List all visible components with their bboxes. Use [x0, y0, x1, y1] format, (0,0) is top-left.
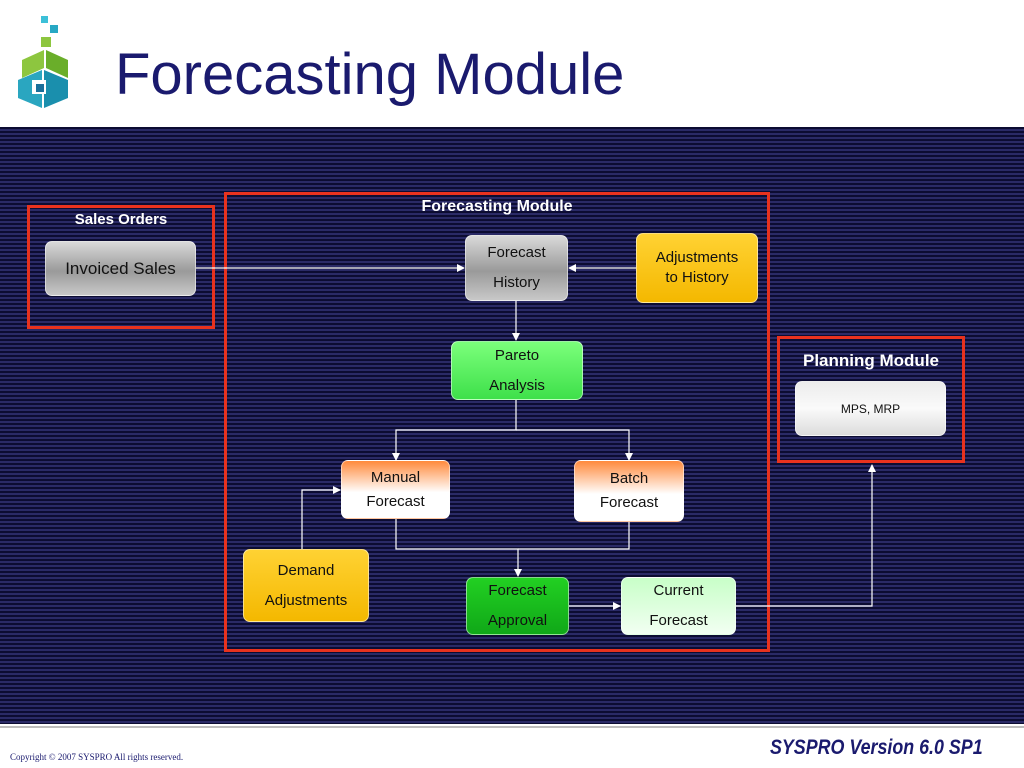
planning-module-group: [777, 336, 965, 463]
mps-mrp-node: MPS, MRP: [795, 381, 946, 436]
current-forecast-line-1: Current: [653, 582, 704, 599]
sales-orders-heading: Sales Orders: [74, 211, 168, 228]
manual-forecast-node: Manual Forecast: [341, 460, 450, 519]
current-forecast-line-2: Forecast: [649, 612, 708, 629]
invoiced-sales-label: Invoiced Sales: [65, 258, 176, 278]
planning-module-heading: Planning Module: [803, 351, 939, 370]
demand-adjustments-line-1: Demand: [277, 561, 335, 579]
footer-divider: [0, 726, 1024, 728]
batch-forecast-line-2: Forecast: [599, 494, 659, 511]
adjustments-to-history-node: Adjustments to History: [636, 233, 758, 303]
pareto-analysis-line-1: Pareto: [494, 346, 540, 364]
pareto-analysis-node: Pareto Analysis: [451, 341, 583, 400]
copyright-text: Copyright © 2007 SYSPRO All rights reser…: [10, 752, 184, 762]
batch-forecast-line-1: Batch: [609, 470, 649, 487]
syspro-logo: [14, 14, 76, 114]
forecast-history-node: Forecast History: [465, 235, 568, 301]
forecast-approval-node: Forecast Approval: [466, 577, 569, 635]
forecast-history-line-1: Forecast: [487, 244, 546, 261]
mps-mrp-label: MPS, MRP: [840, 401, 901, 416]
forecasting-module-group: [224, 192, 770, 652]
current-forecast-node: Current Forecast: [621, 577, 736, 635]
manual-forecast-line-2: Forecast: [366, 492, 425, 510]
demand-adjustments-line-2: Adjustments: [264, 591, 348, 609]
adjustments-to-history-line-1: Adjustments: [655, 249, 739, 266]
sales-orders-group: [27, 205, 215, 329]
forecast-approval-line-1: Forecast: [488, 582, 547, 599]
adjustments-to-history-line-2: to History: [665, 269, 729, 286]
demand-adjustments-node: Demand Adjustments: [243, 549, 369, 622]
forecast-history-line-2: History: [493, 274, 540, 291]
version-label: SYSPRO Version 6.0 SP1: [770, 736, 983, 759]
forecast-approval-line-2: Approval: [487, 612, 548, 629]
pareto-analysis-line-2: Analysis: [489, 376, 545, 394]
batch-forecast-node: Batch Forecast: [574, 460, 684, 522]
page-title: Forecasting Module: [115, 42, 625, 107]
manual-forecast-line-1: Manual: [370, 468, 421, 486]
forecasting-module-heading: Forecasting Module: [421, 198, 573, 215]
invoiced-sales-node: Invoiced Sales: [45, 241, 196, 296]
